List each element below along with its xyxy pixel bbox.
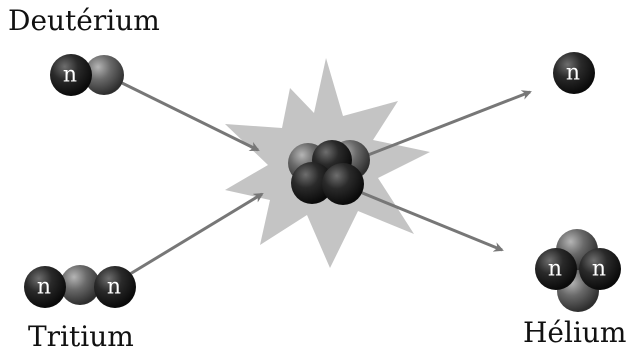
helium-label: Hélium bbox=[523, 316, 626, 349]
tritium-label: Tritium bbox=[28, 320, 134, 353]
helium-neutron-left-symbol: n bbox=[548, 257, 562, 282]
arrow-reaction-to-helium bbox=[359, 190, 504, 252]
helium-nucleus: n n bbox=[535, 229, 621, 312]
deuterium-nucleus: n bbox=[50, 54, 124, 96]
emitted-neutron-symbol: n bbox=[566, 61, 580, 86]
arrow-deuterium-to-reaction bbox=[119, 80, 260, 152]
deuterium-neutron-symbol: n bbox=[63, 63, 77, 88]
compound-nucleus bbox=[288, 140, 370, 205]
tritium-neutron-left bbox=[24, 266, 66, 308]
helium-neutron-left bbox=[535, 248, 577, 290]
arrow-tritium-to-reaction bbox=[129, 192, 264, 276]
tritium-neutron-left-symbol: n bbox=[37, 275, 51, 300]
tritium-proton bbox=[60, 265, 100, 305]
tritium-nucleus: n n bbox=[24, 265, 136, 308]
emitted-neutron-ball bbox=[553, 52, 595, 94]
compound-particle-4 bbox=[291, 162, 333, 204]
deuterium-proton bbox=[84, 55, 124, 95]
deuterium-neutron bbox=[50, 54, 92, 96]
helium-neutron-right bbox=[579, 248, 621, 290]
arrow-reaction-to-neutron bbox=[367, 90, 532, 157]
tritium-neutron-right-symbol: n bbox=[107, 275, 121, 300]
tritium-neutron-right bbox=[94, 266, 136, 308]
compound-particle-5 bbox=[322, 163, 364, 205]
emitted-neutron: n bbox=[553, 52, 595, 94]
helium-neutron-right-symbol: n bbox=[592, 257, 606, 282]
deuterium-label: Deutérium bbox=[8, 4, 160, 37]
